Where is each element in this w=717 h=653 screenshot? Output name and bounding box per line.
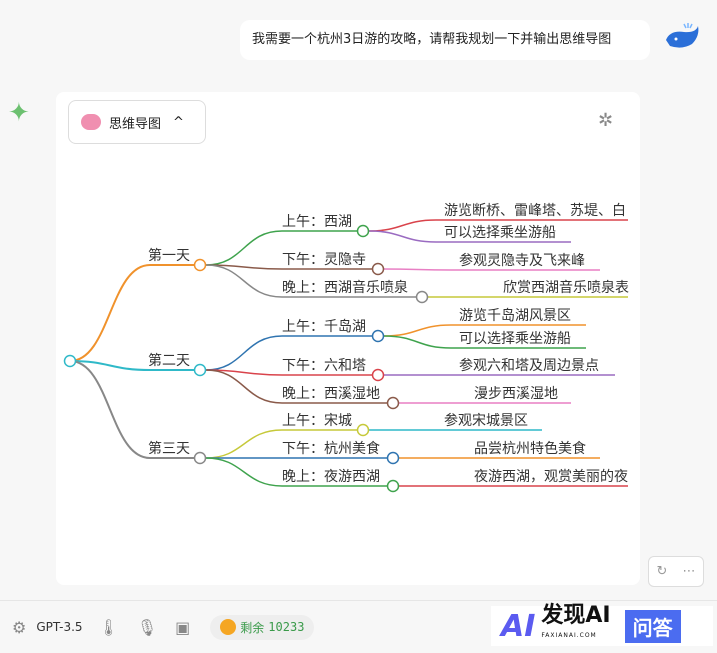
node-circle [193,258,207,272]
quota-value: 10233 [268,620,305,634]
mindmap-toggle-button[interactable]: 思维导图 ^ [68,100,206,144]
activity-label: 晚上：西湖音乐喷泉 [282,279,408,296]
detail-label: 夜游西湖，观赏美丽的夜 [474,469,628,485]
detail-label: 参观六和塔及周边景点 [459,357,599,374]
whale-avatar-icon [666,23,699,48]
branch-line [69,264,194,362]
brand-watermark: AI 发现AI FAXIANAI.COM 问答 [491,603,713,646]
branch-line [205,230,357,266]
activity-label: 下午：灵隐寺 [282,252,366,268]
microphone-icon[interactable]: 🎙︎ [136,617,158,637]
detail-label: 游览千岛湖风景区 [459,308,571,324]
user-message: 我需要一个杭州3日游的攻略，请帮我规划一下并输出思维导图 [240,20,650,60]
detail-label: 可以选择乘坐游船 [459,331,571,347]
detail-label: 漫步西溪湿地 [474,386,558,402]
bug-icon[interactable]: ✲ [598,110,614,131]
activity-label: 下午：杭州美食 [282,440,380,457]
brand-domain: FAXIANAI.COM [541,632,597,639]
node-circle [371,262,385,276]
branch-line [205,335,372,371]
branch-line [205,429,357,459]
node-circle [371,329,385,343]
mindmap-button-label: 思维导图 [109,116,162,132]
activity-label: 上午：宋城 [282,413,352,429]
chevron-up-icon: ^ [173,114,184,130]
branch-line [205,457,387,487]
activity-label: 下午：六和塔 [282,358,366,374]
activity-label: 晚上：夜游西湖 [282,469,380,485]
day-label: 第二天 [148,352,190,369]
branch-line [205,369,387,404]
detail-label: 参观灵隐寺及飞来峰 [459,252,585,269]
day-label: 第一天 [148,247,190,264]
branch-line [205,369,372,376]
mindmap-card: 第一天上午：西湖游览断桥、雷峰塔、苏堤、白可以选择乘坐游船下午：灵隐寺参观灵隐寺… [56,92,640,585]
node-circle [415,290,429,304]
detail-label: 可以选择乘坐游船 [444,225,556,241]
settings-icon[interactable]: ⚙ [12,617,27,637]
model-selector[interactable]: GPT-3.5 [36,620,83,634]
root-node [63,354,77,368]
branch-line [69,360,194,371]
detail-label: 游览断桥、雷峰塔、苏堤、白 [444,203,626,219]
quota-badge: 剩余 10233 [210,614,315,640]
activity-label: 上午：西湖 [282,214,352,230]
activity-label: 晚上：西溪湿地 [282,386,380,402]
quota-label: 剩余 [240,620,265,635]
node-circle [356,224,370,238]
refresh-icon[interactable]: ↻ [656,564,668,579]
mindmap-canvas[interactable]: 第一天上午：西湖游览断桥、雷峰塔、苏堤、白可以选择乘坐游船下午：灵隐寺参观灵隐寺… [56,92,640,585]
node-circle [193,451,207,465]
apps-icon[interactable]: ▣ [175,617,191,637]
leaf-line [383,324,586,337]
leaf-line [383,268,600,271]
more-icon[interactable]: ⋯ [682,564,696,579]
brain-icon [81,114,101,130]
node-circle [386,451,400,465]
detail-label: 参观宋城景区 [444,412,528,429]
regenerate-actions: ↻⋯ [648,556,704,587]
leaf-line [368,219,628,232]
node-circle [386,479,400,493]
node-circle [193,363,207,377]
branch-line [205,264,372,270]
branch-line [205,264,416,298]
leaf-line [368,230,571,243]
puzzle-plugin-icon: ✦ [8,98,30,128]
brand-name: 发现AI [541,603,611,628]
activity-label: 上午：千岛湖 [282,319,366,335]
detail-label: 品尝杭州特色美食 [474,440,586,457]
day-label: 第三天 [148,440,190,457]
node-circle [356,423,370,437]
node-circle [371,368,385,382]
branch-line [69,360,194,459]
brand-tag: 问答 [624,609,681,643]
brand-logo-icon: AI [501,608,536,644]
detail-label: 欣赏西湖音乐喷泉表 [503,279,629,296]
node-circle [386,396,400,410]
temperature-icon[interactable]: 🌡︎ [98,617,119,637]
leaf-line [383,335,586,349]
bottom-toolbar: ⚙ GPT-3.5 🌡︎ 🎙︎ ▣ 剩余 10233 [0,600,717,653]
emoji-avatar-icon [220,619,237,635]
